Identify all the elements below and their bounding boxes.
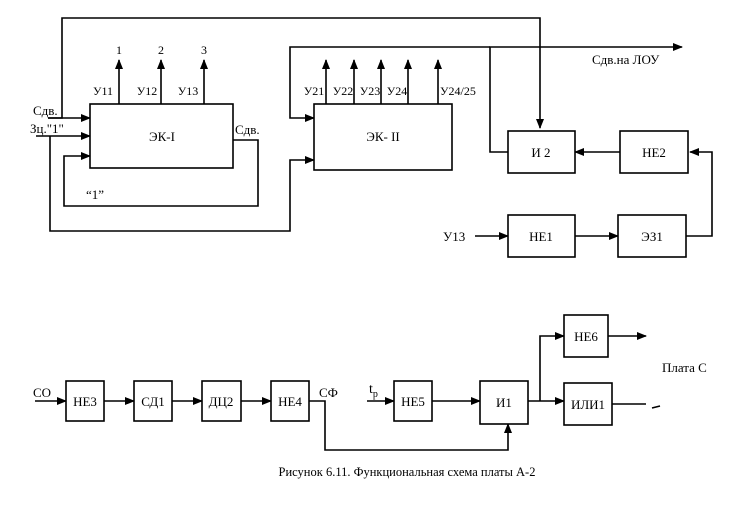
output-label-u2425: У24/25: [440, 84, 476, 98]
block-i2-label: И 2: [531, 145, 550, 160]
wires: [35, 17, 713, 451]
signal-one-feedback: “1”: [86, 187, 104, 202]
block-ne3: НЕ3: [65, 380, 105, 422]
wire-one-loop: [63, 139, 259, 207]
block-ne4-label: НЕ4: [278, 394, 302, 409]
block-ili1: ИЛИ1: [563, 382, 613, 426]
signal-tp-main: t: [369, 382, 373, 397]
signal-plata-c: Плата С: [662, 360, 707, 375]
block-ek1-label: ЭК-I: [149, 129, 175, 144]
wire-i1-to-ne6: [539, 332, 565, 401]
wire-ez1-to-ne2: [686, 148, 713, 237]
block-ne5: НЕ5: [393, 380, 433, 422]
wire-branch-to-ek2: [289, 46, 490, 122]
block-i1: И1: [479, 380, 529, 425]
output-label-u13: У13: [178, 84, 199, 98]
block-ili1-label: ИЛИ1: [571, 397, 605, 412]
signal-tp-sub: р: [373, 389, 378, 400]
output-label-u22: У22: [333, 84, 354, 98]
output-label-u24: У24: [387, 84, 408, 98]
block-ek2: ЭК- II: [313, 103, 453, 171]
block-dc2-label: ДЦ2: [209, 394, 234, 409]
block-ne1: НЕ1: [507, 214, 576, 258]
signal-sdv-out: Сдв.: [235, 122, 260, 137]
block-ez1: ЭЗ1: [617, 214, 687, 258]
signal-u13-in: У13: [443, 229, 465, 244]
signal-sf: СФ: [319, 385, 338, 400]
output-label-u21: У21: [304, 84, 325, 98]
output-num-3: 3: [201, 43, 207, 57]
block-sd1-label: СД1: [141, 394, 164, 409]
block-sd1: СД1: [133, 380, 173, 422]
wire-ili1-stub: [651, 405, 661, 409]
signal-tp: tр: [369, 382, 378, 400]
output-label-u12: У12: [137, 84, 158, 98]
block-ne2-label: НЕ2: [642, 145, 666, 160]
wire-ne4-to-i1: [309, 400, 512, 451]
block-ne1-label: НЕ1: [529, 229, 553, 244]
wire-zc-to-ek2: [49, 136, 315, 232]
signal-sdv-in: Сдв.: [33, 103, 58, 118]
figure-caption: Рисунок 6.11. Функциональная схема платы…: [279, 465, 536, 479]
block-ne2: НЕ2: [619, 130, 689, 174]
signal-sdv-lou: Сдв.на ЛОУ: [592, 52, 660, 67]
output-num-2: 2: [158, 43, 164, 57]
output-label-u11: У11: [93, 84, 113, 98]
block-ek2-label: ЭК- II: [366, 129, 400, 144]
block-ne3-label: НЕ3: [73, 394, 97, 409]
block-ez1-label: ЭЗ1: [641, 229, 663, 244]
wire-i2-to-lou: [489, 43, 683, 153]
block-dc2: ДЦ2: [201, 380, 242, 422]
block-i2: И 2: [507, 130, 576, 174]
block-ne6-label: НЕ6: [574, 329, 598, 344]
signal-zc1: Зц."1": [30, 121, 64, 136]
block-ek1: ЭК-I: [89, 103, 234, 169]
block-ne4: НЕ4: [270, 380, 310, 422]
signal-co: СО: [33, 385, 51, 400]
block-ne5-label: НЕ5: [401, 394, 425, 409]
output-num-1: 1: [116, 43, 122, 57]
block-ne6: НЕ6: [563, 314, 609, 358]
block-i1-label: И1: [496, 395, 512, 410]
output-label-u23: У23: [360, 84, 381, 98]
